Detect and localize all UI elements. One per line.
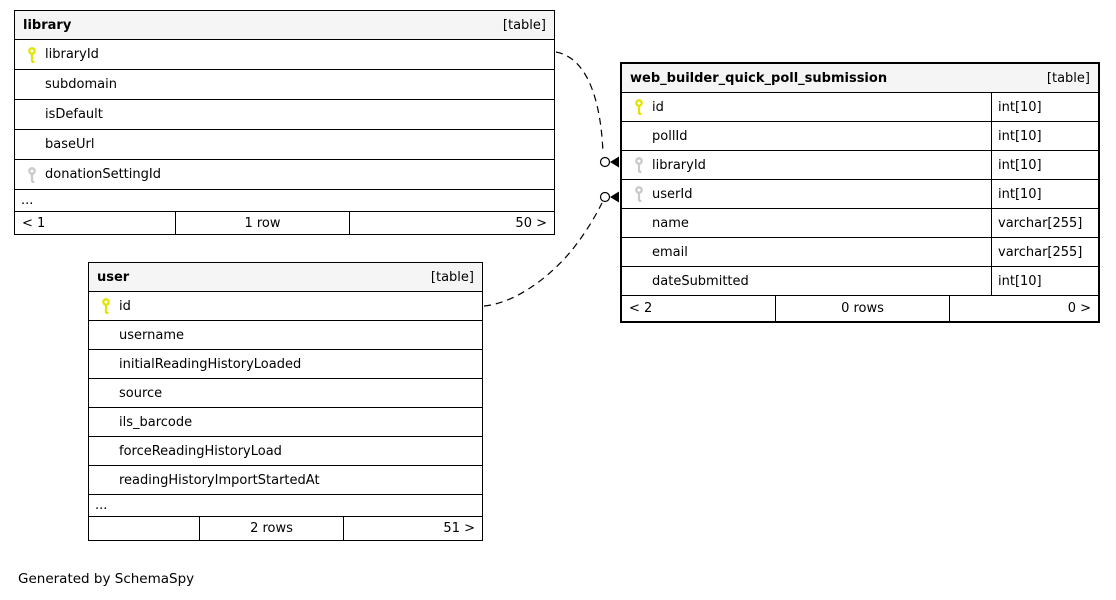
column-row[interactable]: name varchar[255] — [622, 209, 1098, 238]
column-row[interactable]: id int[10] — [622, 93, 1098, 122]
column-name: id — [652, 99, 664, 115]
column-row[interactable]: libraryId — [15, 40, 554, 70]
column-name: forceReadingHistoryLoad — [119, 443, 282, 459]
column-name: dateSubmitted — [652, 273, 749, 289]
column-type: varchar[255] — [991, 238, 1098, 266]
table-title: web_builder_quick_poll_submission — [630, 70, 888, 86]
table-header[interactable]: web_builder_quick_poll_submission [table… — [622, 64, 1098, 93]
column-name: isDefault — [45, 107, 103, 122]
foreign-key-icon — [634, 186, 644, 202]
edge-zero-or-one-dot — [599, 191, 611, 203]
column-name: libraryId — [652, 157, 706, 173]
primary-key-icon — [634, 99, 644, 115]
column-type: varchar[255] — [991, 209, 1098, 237]
column-name: subdomain — [45, 77, 117, 92]
foreign-key-icon — [27, 166, 37, 183]
paginator-next[interactable]: 51 > — [343, 517, 482, 540]
table-node-user[interactable]: user [table] id username initialReadingH… — [88, 262, 483, 541]
table-header[interactable]: library [table] — [15, 11, 554, 40]
column-name: donationSettingId — [45, 167, 161, 182]
column-row[interactable]: donationSettingId — [15, 160, 554, 190]
paginator-next[interactable]: 0 > — [949, 296, 1098, 321]
column-row[interactable]: username — [89, 321, 482, 350]
column-name: email — [652, 244, 688, 260]
table-type-badge: [table] — [1046, 70, 1090, 86]
paginator-prev[interactable]: < 1 — [22, 215, 46, 231]
table-title: user — [97, 269, 130, 285]
column-row[interactable]: ils_barcode — [89, 408, 482, 437]
edge-crowfoot-arrow — [610, 156, 619, 168]
paginator-rowcount: 1 row — [175, 212, 349, 234]
table-node-web-builder-quick-poll-submission[interactable]: web_builder_quick_poll_submission [table… — [620, 62, 1100, 323]
more-columns-row[interactable]: ... — [15, 190, 554, 212]
table-paginator: 2 rows 51 > — [89, 517, 482, 540]
column-row[interactable]: userId int[10] — [622, 180, 1098, 209]
edge-zero-or-one-dot — [599, 156, 611, 168]
column-name: source — [119, 385, 163, 401]
column-name: ils_barcode — [119, 414, 193, 430]
generator-credit: Generated by SchemaSpy — [18, 571, 195, 587]
column-name: initialReadingHistoryLoaded — [119, 356, 302, 372]
column-name: pollId — [652, 128, 688, 144]
column-type: int[10] — [991, 151, 1098, 179]
edge-crowfoot-arrow — [610, 191, 619, 203]
column-type: int[10] — [991, 93, 1098, 121]
column-row[interactable]: readingHistoryImportStartedAt — [89, 466, 482, 495]
column-row[interactable]: dateSubmitted int[10] — [622, 267, 1098, 296]
column-row[interactable]: pollId int[10] — [622, 122, 1098, 151]
column-name: name — [652, 215, 689, 231]
column-type: int[10] — [991, 180, 1098, 208]
paginator-prev[interactable]: < 2 — [629, 301, 653, 316]
primary-key-icon — [101, 298, 111, 314]
column-name: username — [119, 327, 184, 343]
column-name: baseUrl — [45, 137, 95, 152]
primary-key-icon — [27, 46, 37, 63]
column-name: libraryId — [45, 47, 99, 62]
table-type-badge: [table] — [430, 269, 474, 285]
paginator-rowcount: 2 rows — [199, 517, 343, 540]
column-row[interactable]: email varchar[255] — [622, 238, 1098, 267]
table-type-badge: [table] — [502, 17, 546, 33]
foreign-key-icon — [634, 157, 644, 173]
column-row[interactable]: source — [89, 379, 482, 408]
column-row[interactable]: initialReadingHistoryLoaded — [89, 350, 482, 379]
table-paginator: < 2 0 rows 0 > — [622, 296, 1098, 321]
column-row[interactable]: id — [89, 292, 482, 321]
table-node-library[interactable]: library [table] libraryId subdomain isDe… — [14, 10, 555, 235]
paginator-rowcount: 0 rows — [775, 296, 949, 321]
table-title: library — [23, 17, 72, 33]
column-row[interactable]: isDefault — [15, 100, 554, 130]
column-name: readingHistoryImportStartedAt — [119, 472, 320, 488]
column-row[interactable]: subdomain — [15, 70, 554, 100]
column-row[interactable]: forceReadingHistoryLoad — [89, 437, 482, 466]
table-paginator: < 1 1 row 50 > — [15, 212, 554, 234]
column-type: int[10] — [991, 267, 1098, 295]
column-type: int[10] — [991, 122, 1098, 150]
column-row[interactable]: baseUrl — [15, 130, 554, 160]
edge-library-libraryid-to-submission — [555, 51, 619, 168]
column-name: userId — [652, 186, 693, 202]
column-row[interactable]: libraryId int[10] — [622, 151, 1098, 180]
more-columns-row[interactable]: ... — [89, 495, 482, 517]
table-header[interactable]: user [table] — [89, 263, 482, 292]
column-name: id — [119, 298, 131, 314]
paginator-next[interactable]: 50 > — [349, 212, 554, 234]
paginator-prev — [89, 517, 199, 540]
